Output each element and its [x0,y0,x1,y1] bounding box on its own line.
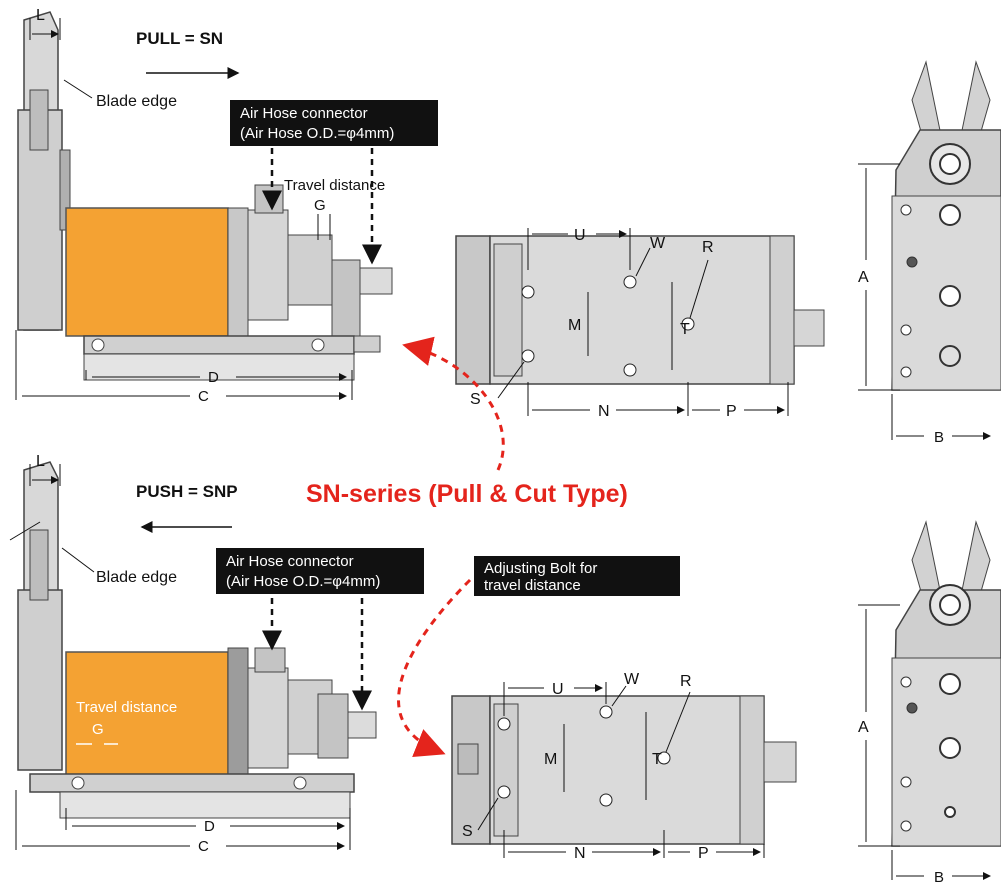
red-curve-upper [402,336,505,471]
travel-distance-label-bottom: Travel distance [76,699,177,716]
dim-G-label-bottom: G [92,721,104,738]
dim-C-label-top: C [198,388,209,405]
dim-R-label-top: R [702,239,714,256]
air-hose-line2-top: (Air Hose O.D.=φ4mm) [240,125,394,142]
blade-edge-label-top: Blade edge [96,93,177,110]
dim-S-label-bottom: S [462,823,473,840]
plan-dims-top: U W R M T S N P [470,227,789,420]
blade-edge-leader-top [63,79,93,99]
dim-G-label-top: G [314,197,326,214]
dim-A-label-bottom: A [858,719,869,736]
dim-P-label-top: P [726,403,737,420]
dim-D-label-bottom: D [204,818,215,835]
air-hose-callout-top: Air Hose connector (Air Hose O.D.=φ4mm) [230,100,438,265]
dim-L-bottom: L [29,453,61,486]
red-curve-lower [397,578,472,757]
sn-side-view [17,11,393,381]
dim-P-label-bottom: P [698,845,709,862]
adjusting-line1: Adjusting Bolt for [484,560,597,577]
air-hose-callout-bottom: Air Hose connector (Air Hose O.D.=φ4mm) [216,548,424,711]
adjusting-line2: travel distance [484,577,581,594]
front-dims-bottom: A B [858,604,991,886]
dim-R-label-bottom: R [680,673,692,690]
air-hose-line2-bottom: (Air Hose O.D.=φ4mm) [226,573,380,590]
dim-L-top: L [29,7,61,40]
series-title: SN-series (Pull & Cut Type) [306,480,628,508]
dim-N-label-bottom: N [574,845,586,862]
dim-U-label-bottom: U [552,681,564,698]
blade-edge-label-bottom: Blade edge [96,569,177,586]
adjusting-bolt-callout: Adjusting Bolt for travel distance [474,556,680,596]
dim-B-label-top: B [934,429,944,446]
dim-M-label-bottom: M [544,751,557,768]
dim-S-label-top: S [470,391,481,408]
dim-U-label-top: U [574,227,586,244]
blade-edge-leader-bottom [61,547,95,573]
air-hose-line1-top: Air Hose connector [240,105,368,122]
air-hose-line1-bottom: Air Hose connector [226,553,354,570]
dim-T-label-bottom: T [652,751,662,768]
plan-dims-bottom: U W R M T S N P [462,671,765,862]
dim-N-label-top: N [598,403,610,420]
front-dims-top: A B [858,163,991,446]
dim-D-label-top: D [208,369,219,386]
dim-W-label-bottom: W [624,671,640,688]
sn-plan-view-top [455,235,825,385]
sn-front-view-top [891,60,1001,391]
dim-T-label-top: T [680,321,690,338]
dim-B-label-bottom: B [934,869,944,886]
pull-heading: PULL = SN [136,29,223,48]
travel-distance-label-top: Travel distance [284,177,385,194]
dim-DC-bottom: D C [15,790,351,855]
dim-DC-top: D C [15,330,353,405]
dim-A-label-top: A [858,269,869,286]
dim-L-label-bottom: L [36,453,45,470]
push-heading: PUSH = SNP [136,482,238,501]
snp-front-view-bottom [891,520,1001,847]
snp-side-view [17,461,377,819]
dim-L-label: L [36,7,45,24]
snp-plan-view-bottom [451,695,797,845]
dim-C-label-bottom: C [198,838,209,855]
dim-M-label-top: M [568,317,581,334]
dim-W-label-top: W [650,235,666,252]
